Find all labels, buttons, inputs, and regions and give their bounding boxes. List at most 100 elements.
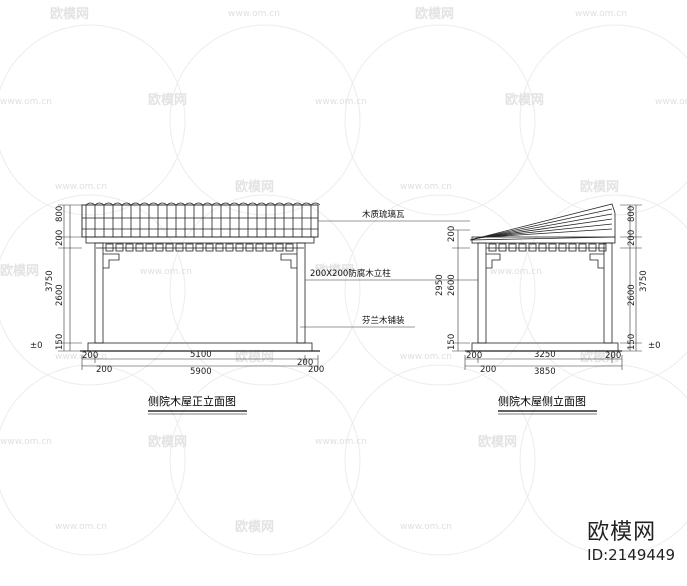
lattice-square: [285, 243, 294, 252]
lattice-square: [578, 243, 587, 252]
lattice-square: [165, 243, 174, 252]
watermark-site: www.om.cn: [0, 437, 52, 447]
side-dim-bottom-c: 200: [605, 351, 621, 361]
lattice-square: [175, 243, 184, 252]
roof-tile-cap: [85, 202, 96, 206]
side-dim-labels: 200 2950 2600 150 800 200 3750 2600 150 …: [435, 206, 661, 377]
watermark-brand: 欧模网: [315, 263, 354, 279]
side-caption-text: 侧院木屋侧立面图: [498, 394, 586, 408]
lattice-square: [215, 243, 224, 252]
front-post-right: [296, 242, 306, 344]
watermark-brand: 欧模网: [580, 179, 619, 195]
watermark-site: www.om.cn: [400, 352, 452, 362]
front-dimensions: [58, 204, 319, 370]
lattice-square: [488, 243, 497, 252]
side-dim-200-right: 200: [627, 230, 637, 246]
watermark-brand: 欧模网: [505, 92, 544, 108]
roof-tile-cap: [301, 202, 312, 206]
side-level-mark: ±0: [648, 341, 661, 351]
side-beam: [471, 236, 616, 244]
roof-tile-cap: [265, 202, 276, 206]
watermark-site: www.om.cn: [400, 182, 452, 192]
roof-tile-cap: [238, 202, 249, 206]
lattice-square: [235, 243, 244, 252]
lattice-square: [275, 243, 284, 252]
roof-tile-cap: [103, 202, 114, 206]
watermark-brand: 欧模网: [235, 349, 274, 365]
side-dim-bottom-a: 200: [466, 351, 482, 361]
front-level-mark: ±0: [30, 341, 43, 351]
watermark-site: www.om.cn: [0, 97, 52, 107]
roof-tile-cap: [166, 202, 177, 206]
lattice-square: [125, 243, 134, 252]
front-bracket-left: [103, 253, 120, 269]
watermark-brand: 欧模网: [235, 179, 274, 195]
note-roof-tiles: 木质琉璃瓦: [362, 209, 405, 220]
lattice-square: [568, 243, 577, 252]
watermark-site: www.om.cn: [490, 267, 542, 277]
lattice-square: [185, 243, 194, 252]
front-dim-200c: 200: [308, 365, 324, 375]
model-id: ID:2149449: [587, 546, 675, 564]
lattice-square: [518, 243, 527, 252]
watermark-text: 欧模网 www.om.cn 欧模网 www.om.cn www.om.cn 欧模…: [0, 6, 687, 535]
watermark-brand: 欧模网: [148, 92, 187, 108]
roof-tile-cap: [283, 202, 294, 206]
roof-tile-cap: [274, 202, 285, 206]
front-caption: 侧院木屋正立面图: [148, 394, 247, 415]
front-dim-200b: 200: [96, 365, 112, 375]
lattice-square: [558, 243, 567, 252]
roof-tile-cap: [193, 202, 204, 206]
front-lattice: [96, 243, 304, 252]
roof-tile-cap: [292, 202, 303, 206]
front-dim-5900: 5900: [190, 367, 212, 377]
lattice-square: [508, 243, 517, 252]
front-dim-bottom-c: 200: [297, 358, 313, 368]
side-dim-150: 150: [447, 334, 457, 350]
roof-tile-cap: [139, 202, 150, 206]
watermark-site: www.om.cn: [655, 97, 687, 107]
watermark-brand: 欧模网: [148, 434, 187, 450]
front-dim-5100: 5100: [190, 350, 212, 360]
side-post-right: [603, 242, 613, 344]
roof-tile-cap: [202, 202, 213, 206]
lattice-square: [135, 243, 144, 252]
roof-tile-cap: [229, 202, 240, 206]
roof-slope-line: [474, 218, 613, 239]
lattice-square: [548, 243, 557, 252]
lattice-square: [255, 243, 264, 252]
side-dim-2600-right: 2600: [627, 284, 637, 306]
side-dim-200b: 200: [480, 365, 496, 375]
front-dim-200: 200: [55, 230, 65, 246]
roof-tile-cap: [247, 202, 258, 206]
note-post: 200X200防腐木立柱: [310, 268, 391, 279]
front-dim-800: 800: [55, 206, 65, 222]
side-dim-3850: 3850: [534, 367, 556, 377]
leader-lines: [300, 220, 478, 328]
watermark-site: www.om.cn: [140, 267, 192, 277]
side-caption: 侧院木屋侧立面图: [498, 394, 597, 415]
side-dim-200: 200: [447, 226, 457, 242]
front-dim-bottom-a: 200: [82, 351, 98, 361]
roof-tile-cap: [220, 202, 231, 206]
lattice-square: [205, 243, 214, 252]
lattice-square: [105, 243, 114, 252]
side-post-left: [477, 242, 487, 344]
roof-slope-line: [471, 208, 613, 240]
side-bracket-right: [589, 253, 604, 269]
front-dim-3750: 3750: [45, 270, 55, 292]
watermark-brand: 欧模网: [235, 519, 274, 535]
note-floor: 芬兰木铺装: [362, 315, 405, 326]
side-dim-2600: 2600: [447, 274, 457, 296]
lattice-square: [245, 243, 254, 252]
roof-slope-line: [476, 223, 613, 239]
roof-slope-line: [473, 213, 613, 240]
lattice-square: [588, 243, 597, 252]
roof-tile-cap: [112, 202, 123, 206]
watermark-site: www.om.cn: [315, 97, 367, 107]
roof-tile-cap: [184, 202, 195, 206]
brand-logo: 欧模网: [587, 520, 657, 545]
roof-tile-cap: [94, 202, 105, 206]
front-beam: [85, 236, 315, 244]
